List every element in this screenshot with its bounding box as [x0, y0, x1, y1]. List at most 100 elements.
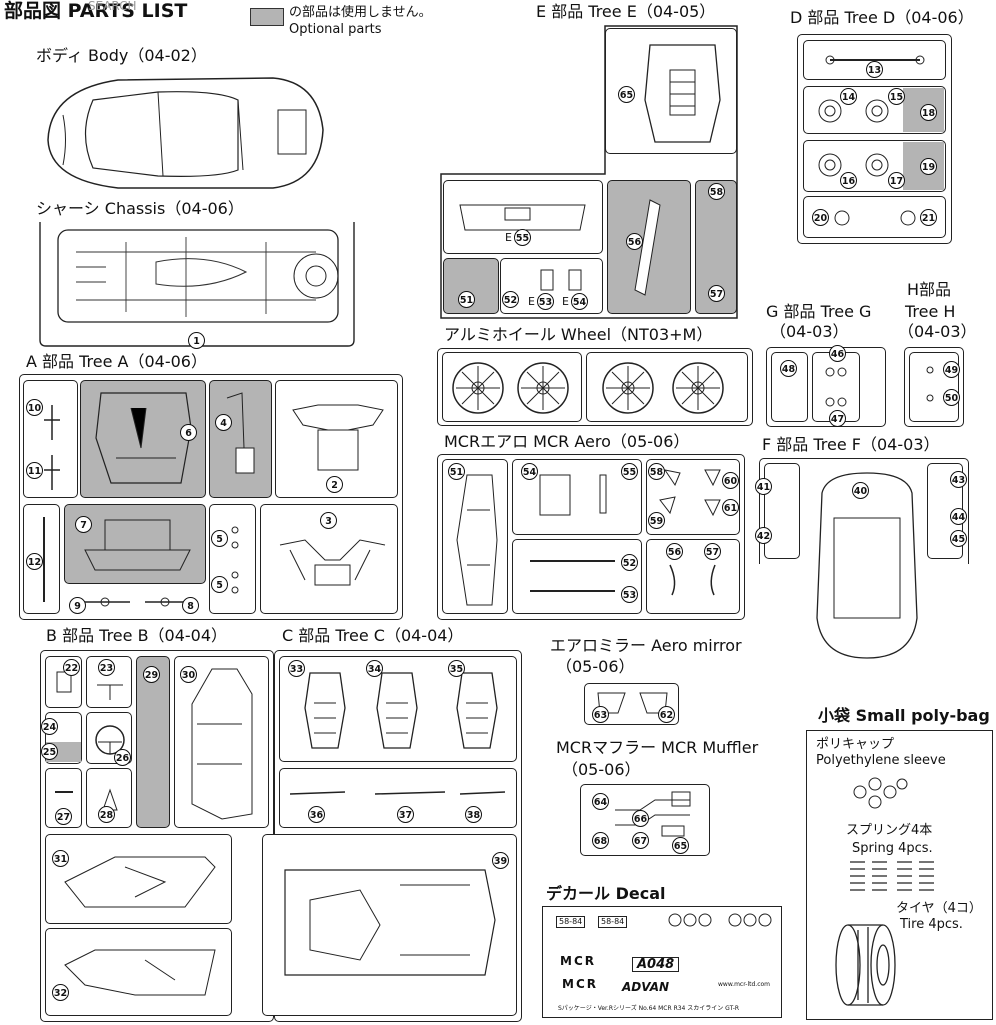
part-number-67: 67 — [632, 832, 649, 849]
muffler-pipe-part — [615, 791, 691, 837]
section-tree-c-title: C 部品 Tree C（04-04） — [282, 626, 464, 645]
part-number-9: 9 — [69, 597, 86, 614]
part-number-40: 40 — [852, 482, 869, 499]
tree-c-cell-39 — [262, 834, 517, 1016]
part-number-66: 66 — [632, 810, 649, 827]
canard-mcr-parts — [659, 469, 721, 517]
part-number-7: 7 — [75, 516, 92, 533]
decal-footer: Sパッケージ・Ver.Rシリーズ No.64 MCR R34 スカイライン GT… — [558, 1005, 740, 1012]
part-number-4: 4 — [215, 414, 232, 431]
canard-parts — [540, 269, 582, 291]
part-number-50: 50 — [943, 389, 960, 406]
part-number-8: 8 — [182, 597, 199, 614]
part-number-13: 13 — [866, 61, 883, 78]
part-number-44: 44 — [950, 508, 967, 525]
tree-b-cell-31 — [45, 834, 232, 924]
brake-disc-parts-front — [818, 99, 889, 123]
section-mcr-aero-title: MCRエアロ MCR Aero（05-06） — [444, 432, 690, 451]
section-decal-title: デカール Decal — [546, 884, 666, 903]
part-number-1: 1 — [188, 332, 205, 349]
section-chassis-title: シャーシ Chassis（04-06） — [36, 199, 244, 218]
section-tree-f-title: F 部品 Tree F（04-03） — [762, 435, 940, 454]
part-number-65-e: 65 — [618, 86, 635, 103]
part-number-53-m: 53 — [621, 586, 638, 603]
steering-wheel-part — [95, 725, 125, 755]
section-tree-g-title: G 部品 Tree G — [766, 302, 872, 321]
tree-a-cell-4 — [209, 380, 272, 498]
spring-label-jp: スプリング4本 — [846, 823, 933, 838]
part-number-41: 41 — [755, 478, 772, 495]
pin-parts — [926, 366, 934, 402]
tree-b-cell-30 — [174, 656, 269, 828]
section-body-title: ボディ Body（04-02） — [36, 46, 207, 65]
tire-parts — [835, 924, 896, 1006]
rods-parts — [289, 791, 506, 795]
part-number-30: 30 — [180, 666, 197, 683]
seat-part-33 — [304, 672, 346, 749]
polycap-part — [853, 777, 908, 809]
interior-tub-part — [284, 869, 496, 976]
part-number-63: 63 — [592, 706, 609, 723]
part-number-31: 31 — [52, 850, 69, 867]
decal-plate-1: 58-84 — [556, 916, 586, 928]
rear-wing-part — [634, 199, 661, 296]
decal-code: A048 — [632, 957, 680, 972]
rod-part — [43, 517, 45, 602]
shaft-parts — [80, 597, 190, 607]
section-wheel-title: アルミホイール Wheel（NT03+M） — [444, 325, 713, 344]
section-tree-g-code: （04-03） — [770, 322, 849, 341]
part-number-54-m: 54 — [521, 463, 538, 480]
part-number-57-m: 57 — [704, 543, 721, 560]
tire-label-en: Tire 4pcs. — [900, 917, 963, 932]
part-number-55-e: 55 — [514, 229, 531, 246]
part-number-6: 6 — [180, 424, 197, 441]
e53-prefix: E — [528, 295, 535, 308]
part-number-14: 14 — [840, 88, 857, 105]
floor-panel-part — [95, 392, 192, 484]
tree-c-cell-seats — [279, 656, 517, 762]
section-tree-h-code: （04-03） — [898, 322, 977, 341]
small-part-27 — [55, 791, 73, 793]
tree-g-cell-46-47 — [812, 352, 860, 422]
polybag-frame — [806, 730, 993, 1020]
part-number-35: 35 — [448, 660, 465, 677]
part-number-36: 36 — [308, 806, 325, 823]
part-number-22: 22 — [63, 659, 80, 676]
lip-parts — [530, 560, 615, 592]
bushing-parts — [825, 367, 847, 407]
part-number-56-e: 56 — [626, 233, 643, 250]
seat-part-34 — [376, 672, 418, 749]
section-polybag-title: 小袋 Small poly-bag — [818, 706, 990, 725]
dashboard-part — [191, 668, 253, 820]
e55-prefix: E — [505, 231, 512, 244]
part-number-29: 29 — [143, 666, 160, 683]
pedal-part — [226, 392, 255, 474]
part-number-46: 46 — [829, 345, 846, 362]
door-panel-part-31 — [64, 856, 216, 908]
brake-disc-parts-rear — [818, 153, 889, 177]
hub-cap-parts — [834, 210, 916, 226]
section-tree-b-title: B 部品 Tree B（04-04） — [46, 626, 228, 645]
subframe-part — [292, 404, 384, 471]
part-number-12: 12 — [26, 553, 43, 570]
decal-brand-2: MCR — [562, 977, 598, 991]
part-number-19: 19 — [920, 158, 937, 175]
section-tree-h-title-2: Tree H — [905, 302, 956, 321]
polycap-label-jp: ポリキャップ — [816, 737, 895, 752]
part-number-55-m: 55 — [621, 463, 638, 480]
part-number-26: 26 — [114, 749, 131, 766]
tree-e-cell-55 — [443, 180, 603, 254]
tree-f-cell-41-42 — [764, 463, 800, 559]
mcr-front-bumper-part — [456, 474, 498, 606]
section-tree-d-title: D 部品 Tree D（04-06） — [790, 8, 974, 27]
section-tree-h-title-1: H部品 — [907, 280, 952, 299]
part-number-60: 60 — [722, 472, 739, 489]
hood-part — [644, 44, 721, 143]
part-number-3: 3 — [320, 512, 337, 529]
part-number-52-m: 52 — [621, 554, 638, 571]
part-number-62: 62 — [658, 706, 675, 723]
part-number-16: 16 — [840, 172, 857, 189]
front-bumper-part — [459, 204, 586, 231]
tree-b-cell-32 — [45, 928, 232, 1016]
seat-part-35 — [456, 672, 498, 749]
